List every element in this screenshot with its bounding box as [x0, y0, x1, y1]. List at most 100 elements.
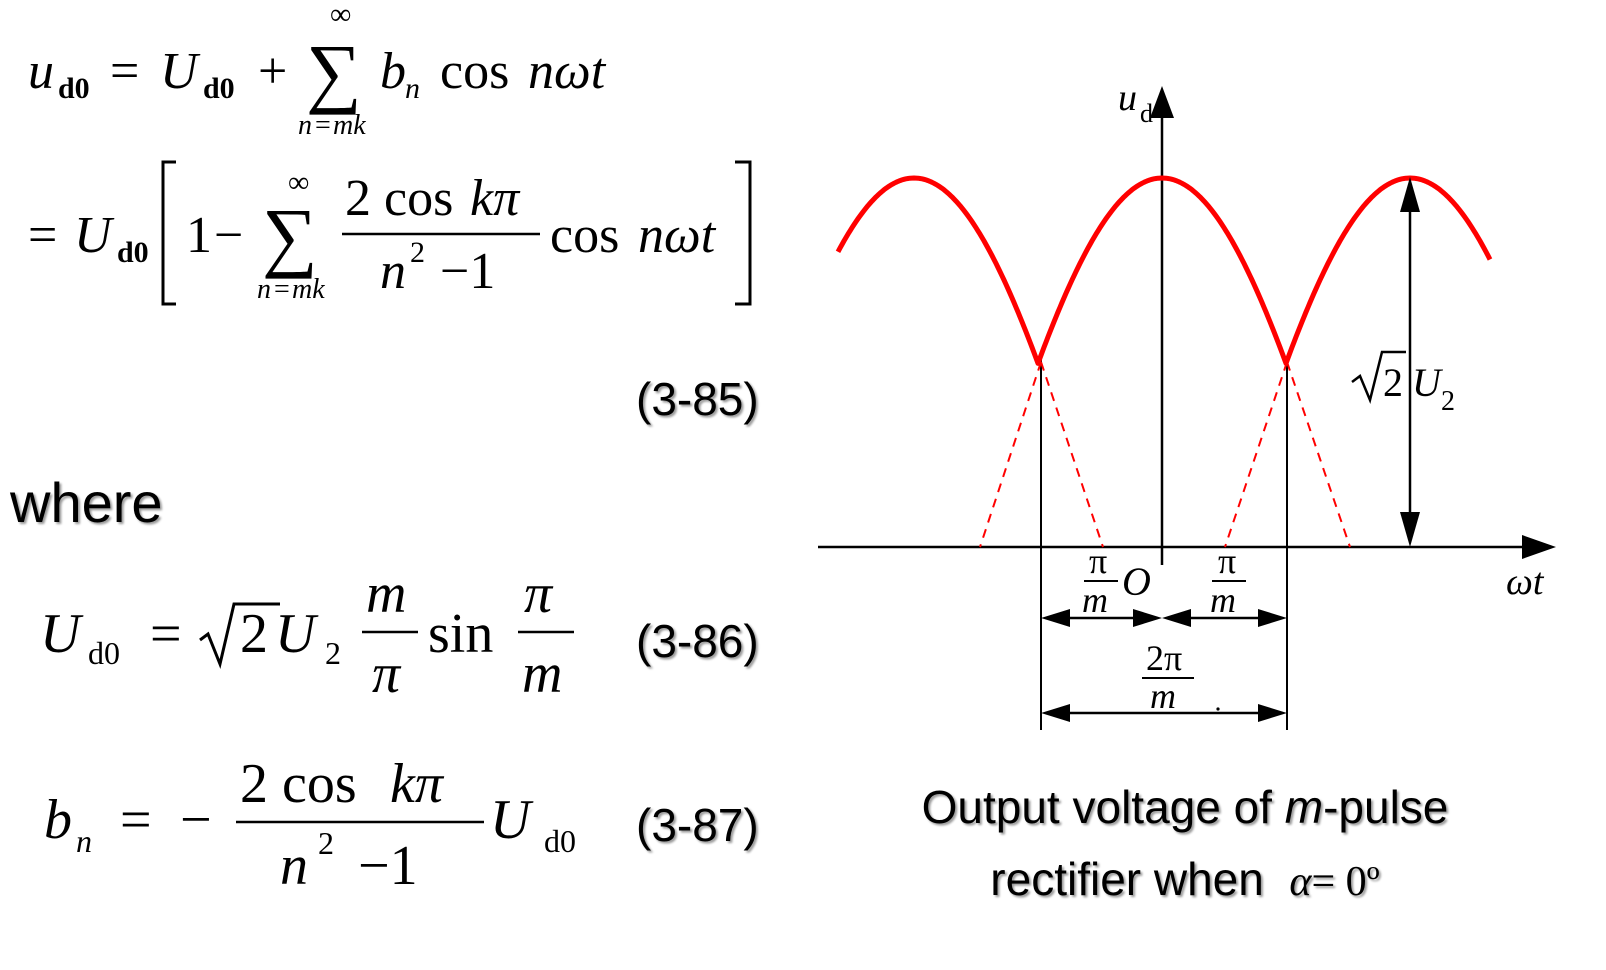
svg-text:n: n	[405, 72, 420, 105]
svg-text:U: U	[275, 603, 319, 665]
equation-3-85-line2: = U d0 1 − ∑ ∞ n = mk 2 cos kπ n 2 −1 co…	[28, 160, 752, 306]
svg-text:=: =	[274, 274, 290, 305]
caption-alpha: α	[1289, 859, 1312, 905]
equation-3-87: b n = − 2 cos kπ n 2 −1 U d0	[44, 753, 576, 897]
pi-over-m-label-left: π m	[1082, 541, 1118, 620]
svg-text:m: m	[366, 563, 406, 625]
dashed-continuation-2	[1040, 361, 1104, 548]
x-axis-label: ωt	[1506, 561, 1545, 603]
x-axis-arrow	[1522, 535, 1556, 559]
dim-arrow-2pi-a	[1041, 704, 1070, 722]
y-axis-arrow	[1150, 86, 1174, 118]
svg-text:n: n	[76, 823, 92, 859]
caption-m: m	[1284, 781, 1324, 833]
svg-text:2: 2	[1383, 360, 1403, 405]
svg-text:kπ: kπ	[390, 753, 445, 815]
svg-text:2π: 2π	[1146, 638, 1182, 678]
svg-text:nωt: nωt	[528, 43, 607, 100]
svg-text:m: m	[1210, 580, 1236, 620]
two-pi-over-m-label: 2π m	[1142, 638, 1194, 716]
equation-3-86: U d0 = 2 U 2 m π sin π m	[40, 563, 574, 705]
svg-text:−1: −1	[440, 243, 495, 300]
svg-text:π: π	[1089, 541, 1107, 581]
caption-prefix: Output voltage of	[921, 781, 1285, 833]
dashed-continuation-3	[1224, 361, 1288, 548]
caption-suffix: -pulse	[1323, 781, 1449, 833]
dim-arrow-right-a	[1162, 609, 1191, 627]
svg-text:m: m	[1150, 676, 1176, 716]
waveform-diagram: u d ωt O π m π m 2π m 2 U 2	[818, 77, 1556, 730]
svg-text:n: n	[257, 274, 271, 305]
svg-text:1: 1	[186, 207, 212, 264]
svg-text:U: U	[74, 207, 115, 264]
equation-3-85-line1: u d0 = U d0 + ∑ ∞ n = mk b n cos nωt	[28, 0, 607, 141]
svg-text:π: π	[372, 643, 402, 705]
where-label: where	[10, 471, 163, 534]
svg-text:mk: mk	[333, 110, 366, 141]
svg-text:∞: ∞	[288, 166, 309, 199]
svg-text:=: =	[28, 207, 57, 264]
svg-text:d0: d0	[58, 72, 90, 105]
svg-text:kπ: kπ	[470, 170, 521, 227]
svg-text:U: U	[160, 43, 201, 100]
caption-rectifier-when: rectifier when	[990, 853, 1264, 905]
svg-text:2: 2	[410, 236, 425, 269]
svg-text:d0: d0	[203, 72, 235, 105]
svg-text:=: =	[110, 43, 139, 100]
svg-text:sin: sin	[428, 603, 493, 665]
svg-text:2: 2	[318, 825, 334, 861]
svg-text:=: =	[150, 603, 182, 665]
svg-text:d0: d0	[544, 823, 576, 859]
output-voltage-waveform	[835, 175, 1493, 366]
svg-text:n: n	[380, 243, 406, 300]
svg-text:π: π	[1218, 541, 1236, 581]
caption-zero-degrees: = 0º	[1311, 859, 1380, 905]
svg-text:cos: cos	[440, 43, 509, 100]
svg-text:∑: ∑	[262, 192, 318, 279]
svg-text:b: b	[44, 789, 72, 851]
amplitude-arrow-top	[1400, 177, 1420, 212]
svg-text:π: π	[524, 563, 554, 625]
dim-arrow-2pi-b	[1258, 704, 1287, 722]
equation-number-3-86: (3-86)	[636, 615, 759, 667]
svg-text:cos: cos	[550, 207, 619, 264]
svg-text:d0: d0	[88, 635, 120, 671]
svg-text:m: m	[522, 643, 562, 705]
svg-text:2: 2	[1441, 386, 1455, 417]
origin-label: O	[1122, 559, 1151, 604]
dashed-continuation-1	[979, 361, 1042, 548]
dim-arrow-left-a	[1041, 609, 1070, 627]
svg-text:U: U	[490, 789, 534, 851]
dim-arrow-right-b	[1258, 609, 1287, 627]
svg-text:∞: ∞	[330, 0, 351, 31]
dim-arrow-left-b	[1133, 609, 1162, 627]
pi-over-m-label-right: π m	[1210, 541, 1246, 620]
svg-text:mk: mk	[292, 274, 325, 305]
svg-text:n: n	[280, 835, 308, 897]
svg-text:2: 2	[240, 603, 268, 665]
dashed-continuation-4	[1286, 361, 1351, 548]
svg-text:−: −	[214, 207, 243, 264]
svg-text:U: U	[40, 603, 84, 665]
equations-panel: u d0 = U d0 + ∑ ∞ n = mk b n cos nωt = U…	[28, 0, 752, 897]
svg-text:b: b	[380, 43, 406, 100]
svg-text:2: 2	[325, 635, 341, 671]
svg-text:m: m	[1082, 580, 1108, 620]
svg-text:n: n	[298, 110, 312, 141]
svg-text:−1: −1	[358, 835, 418, 897]
amplitude-arrow-bottom	[1400, 512, 1420, 547]
svg-text:2 cos: 2 cos	[345, 170, 453, 227]
svg-text:=: =	[315, 110, 331, 141]
svg-text:d0: d0	[117, 236, 149, 269]
figure-caption-line1: Output voltage of m-pulse	[880, 780, 1490, 834]
svg-text:−: −	[180, 789, 212, 851]
svg-text:=: =	[120, 789, 152, 851]
svg-text:+: +	[258, 43, 287, 100]
figure-caption-line2: rectifier when α= 0º	[880, 852, 1490, 906]
equation-number-3-85: (3-85)	[636, 373, 759, 425]
svg-text:u: u	[28, 43, 54, 100]
svg-text:∑: ∑	[306, 28, 362, 115]
y-axis-label: u	[1118, 77, 1137, 119]
svg-text:nωt: nωt	[638, 207, 717, 264]
svg-text:U: U	[1412, 360, 1444, 405]
